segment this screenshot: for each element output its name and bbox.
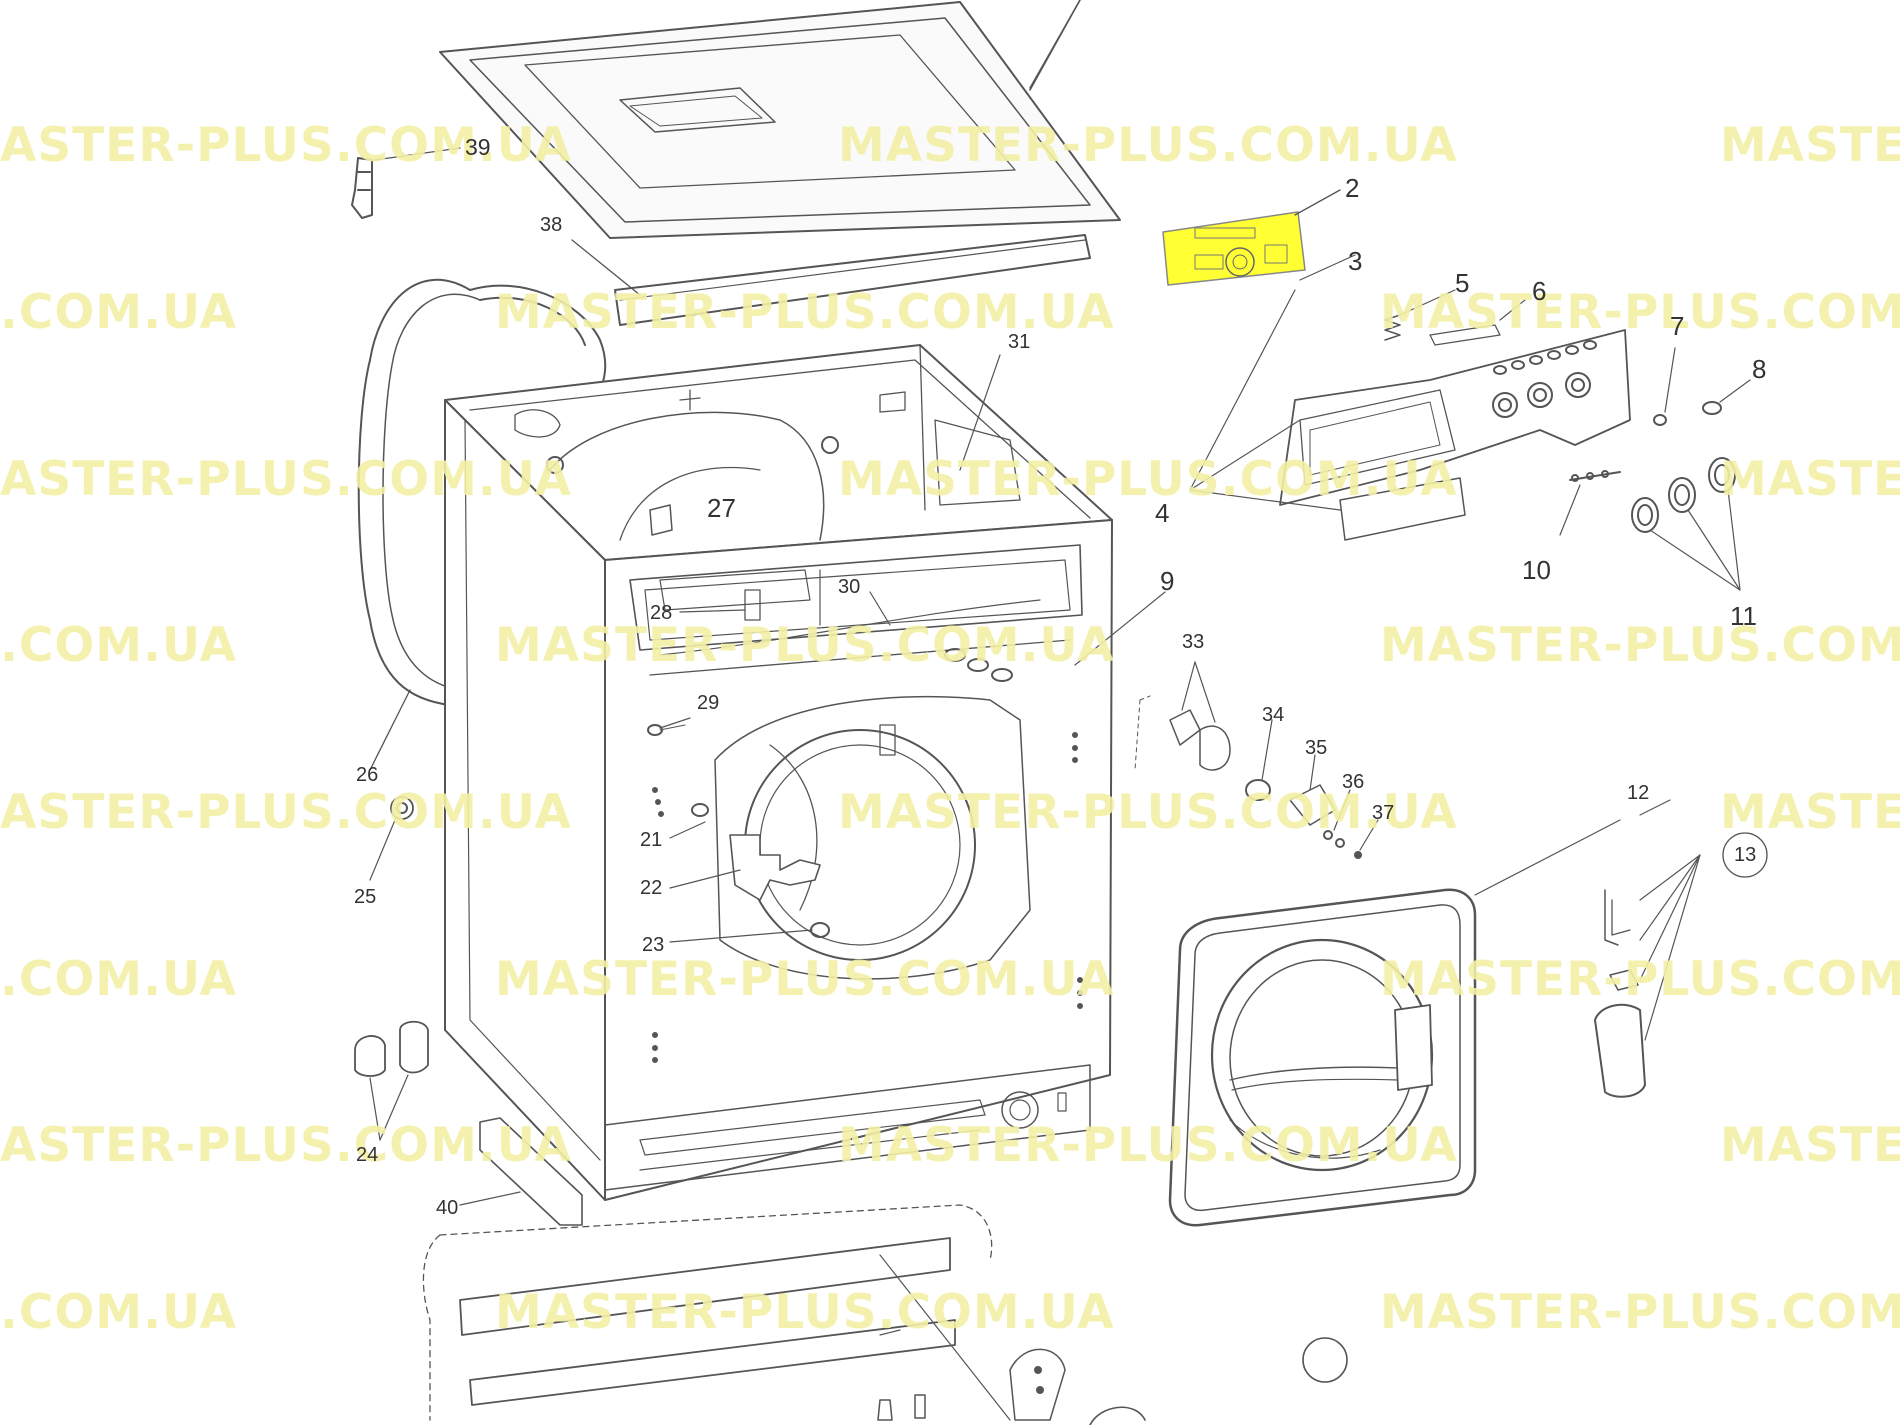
- door-seal-part-26: [357, 278, 607, 771]
- highlighted-board-part-2: [1162, 189, 1341, 286]
- callout-label: 34: [1262, 704, 1285, 726]
- button-parts-7-8: [1653, 347, 1751, 426]
- callout-label: 21: [640, 829, 663, 851]
- callout-label: 40: [436, 1197, 459, 1219]
- callout-label: 8: [1752, 354, 1767, 384]
- callout-label: 4: [1155, 498, 1170, 528]
- callout-label: 6: [1532, 276, 1547, 306]
- leader-22: [669, 869, 741, 889]
- callout-label: 30: [838, 576, 861, 598]
- callout-label: 5: [1455, 268, 1470, 298]
- leader-9: [1074, 591, 1166, 666]
- callout-label: 7: [1670, 311, 1685, 341]
- leader-29: [659, 717, 691, 729]
- callout-label: 12: [1627, 782, 1650, 804]
- callout-label: 3: [1348, 246, 1363, 276]
- spring-part-5: [1384, 289, 1456, 341]
- light-guide-part-6: [1429, 299, 1526, 346]
- callout-label: 9: [1160, 566, 1175, 596]
- callout-label: 13: [1734, 844, 1757, 866]
- door-part-12: [1168, 799, 1671, 1227]
- callout-label: 36: [1342, 771, 1365, 793]
- callout-label: 26: [356, 764, 379, 786]
- callout-label: 24: [356, 1144, 379, 1166]
- callout-label: 27: [707, 493, 736, 523]
- callout-label: 28: [650, 602, 673, 624]
- strip-part-38: [571, 234, 1091, 326]
- leader-23: [669, 929, 813, 943]
- callout-label: 22: [640, 877, 663, 899]
- leader-28: [679, 609, 746, 613]
- part-25-bush: [369, 796, 414, 881]
- callout-label: 11: [1730, 601, 1757, 631]
- callout-label: 25: [354, 886, 377, 908]
- callout-label: 33: [1182, 631, 1205, 653]
- cabinet-body: [444, 344, 1113, 1201]
- knob-parts-10-11: [1559, 457, 1741, 591]
- top-lid-part: [439, 0, 1121, 239]
- callout-label: 38: [540, 214, 563, 236]
- callout-label: 2: [1345, 173, 1360, 203]
- clip-part-39: [351, 147, 461, 219]
- door-lock-parts-33-37: [1134, 661, 1379, 859]
- callout-label: 10: [1522, 555, 1551, 585]
- callout-label: 39: [465, 134, 491, 160]
- control-panel-part-4: [1189, 254, 1631, 541]
- callout-label: 35: [1305, 737, 1328, 759]
- callout-label: 29: [697, 692, 720, 714]
- part-27-grommet: [649, 504, 673, 536]
- callout-label: 23: [642, 934, 665, 956]
- handle-part-13: [1594, 832, 1768, 1098]
- feet-part-24: [354, 1020, 429, 1141]
- bracket-part-40: [459, 1117, 583, 1226]
- leader-21: [669, 821, 706, 839]
- kickplate-kit: [422, 1204, 1348, 1425]
- leader-31: [959, 354, 1001, 471]
- leader-30: [869, 591, 891, 626]
- callout-label: 37: [1372, 802, 1395, 824]
- callout-label: 31: [1008, 331, 1031, 353]
